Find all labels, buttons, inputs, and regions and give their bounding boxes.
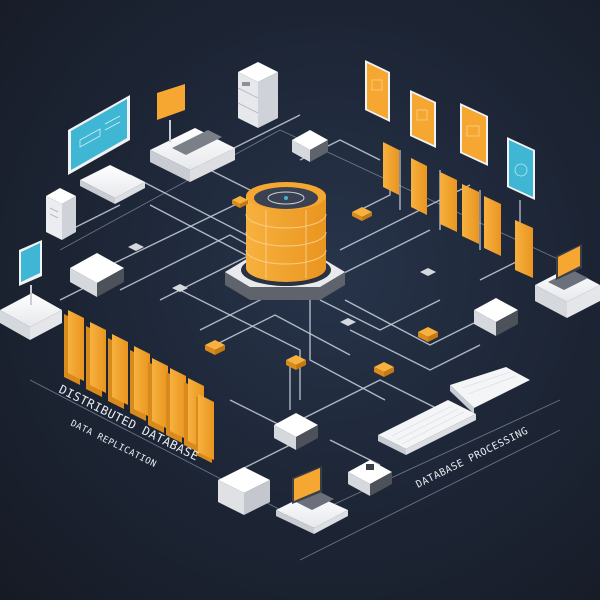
rack-panel[interactable] [166,368,186,443]
storage-racks-right [383,142,533,278]
router-bottom[interactable] [274,413,318,450]
chip[interactable] [286,355,306,370]
laptop-bottom[interactable] [276,466,348,534]
server-stack-top[interactable] [237,62,278,128]
router-left[interactable] [70,253,124,297]
switch-bottom[interactable] [348,460,392,496]
rack-panel[interactable] [64,310,84,385]
printer-terminal[interactable] [150,84,235,182]
rack-panel[interactable] [515,220,533,278]
rack-panel[interactable] [148,358,168,433]
monitor-base [80,165,145,198]
rack-panel[interactable] [108,334,128,409]
chip[interactable] [418,327,438,342]
rack-panel[interactable] [462,184,479,244]
tablet-4[interactable] [507,137,535,200]
chip[interactable] [205,340,225,355]
circuit-traces [29,114,561,561]
chip[interactable] [352,207,372,221]
rack-panel[interactable] [196,394,214,463]
tablet-2[interactable] [410,90,436,148]
keyboard-1[interactable] [378,400,476,455]
chip[interactable] [232,196,248,208]
central-database[interactable] [225,182,345,300]
terminal-icon [157,84,185,120]
rack-panel[interactable] [130,346,150,421]
kiosk-left[interactable] [0,240,62,340]
desktop-monitor[interactable] [68,95,145,204]
router-top[interactable] [292,130,328,162]
connectors [128,243,436,326]
cube-bottom[interactable] [218,467,270,515]
rack-panel[interactable] [484,196,501,256]
tablet-3[interactable] [460,103,488,166]
chip[interactable] [374,362,394,377]
server-left[interactable] [46,188,76,240]
tablet-1[interactable] [365,60,390,122]
storage-racks-left [64,310,214,463]
tablets [365,60,535,200]
chips [205,196,438,377]
switch-icon [366,464,374,470]
rack-panel[interactable] [440,172,457,232]
server-icon [242,82,250,86]
rack-panel[interactable] [411,158,427,215]
rack-panel[interactable] [86,322,106,397]
laptop-icon [294,468,320,501]
keyboard-2[interactable] [450,367,530,414]
rack-panel[interactable] [383,142,399,195]
router-right[interactable] [474,298,518,336]
laptop-right[interactable] [535,244,600,318]
monitor-icon [71,99,127,170]
